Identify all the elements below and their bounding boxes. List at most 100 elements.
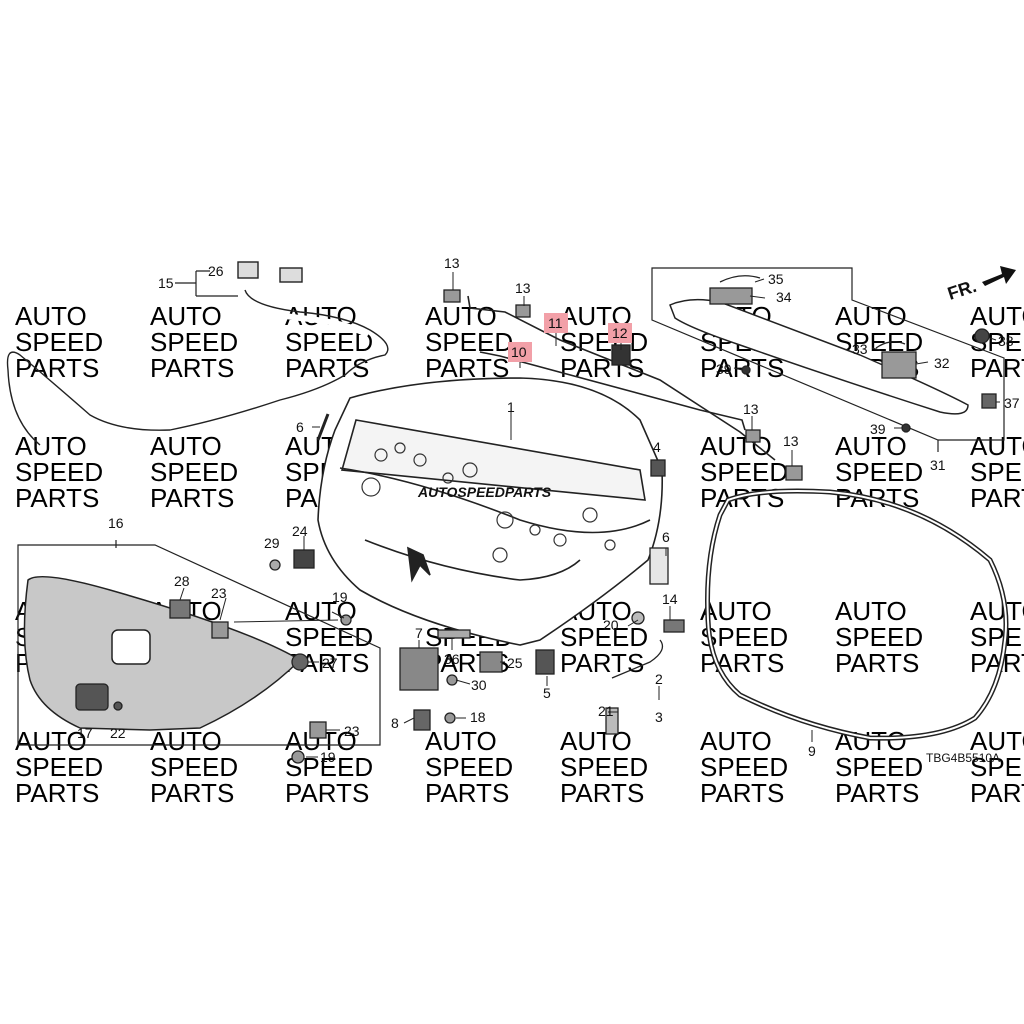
watermark-line1: AUTO bbox=[150, 301, 222, 331]
callout-24: 24 bbox=[292, 523, 308, 539]
bumper-icon-5 bbox=[535, 649, 555, 675]
callout-17: 17 bbox=[77, 725, 93, 741]
callout-26: 26 bbox=[208, 263, 224, 279]
bolt-icon-20 bbox=[631, 611, 645, 625]
watermark-line3: PARTS bbox=[15, 778, 99, 808]
watermark-line3: PARTS bbox=[560, 778, 644, 808]
callout-11: 11 bbox=[548, 315, 563, 331]
lock-rods bbox=[467, 295, 776, 461]
latch-icon-7 bbox=[399, 647, 439, 691]
watermark-line3: PARTS bbox=[835, 778, 919, 808]
watermark-line3: PARTS bbox=[425, 778, 509, 808]
watermark-line1: AUTO bbox=[970, 596, 1024, 626]
callout-13d: 13 bbox=[783, 433, 799, 449]
watermark-line2: SPEED bbox=[835, 622, 923, 652]
strip-icon-6b bbox=[649, 547, 669, 585]
watermark-tile: AUTO SPEED PARTS bbox=[285, 301, 373, 383]
highlight-11 bbox=[544, 313, 568, 333]
watermark-line2: SPEED bbox=[700, 752, 788, 782]
clip-icon-13d bbox=[785, 465, 803, 481]
callout-32: 32 bbox=[934, 355, 950, 371]
strip-icon-6a bbox=[316, 413, 330, 441]
watermark-line2: SPEED bbox=[425, 327, 513, 357]
callout-numbers: 1 2 3 4 5 6 6 7 8 9 10 11 12 13 13 13 13… bbox=[77, 255, 1020, 765]
callout-31: 31 bbox=[930, 457, 946, 473]
watermark-line2: SPEED bbox=[150, 327, 238, 357]
front-direction-arrow: FR. bbox=[945, 266, 1016, 304]
bracket-15 bbox=[175, 270, 238, 297]
watermark-line3: PARTS bbox=[970, 778, 1024, 808]
watermark-tile: AUTO SPEED PARTS bbox=[425, 726, 513, 808]
callout-12: 12 bbox=[612, 325, 628, 341]
clip-icon-23b bbox=[309, 721, 327, 739]
callout-4: 4 bbox=[653, 439, 661, 455]
watermark-line1: AUTO bbox=[835, 596, 907, 626]
callout-34: 34 bbox=[776, 289, 792, 305]
callout-15: 15 bbox=[158, 275, 174, 291]
spring-icon-33 bbox=[875, 341, 906, 349]
bolt-icon-21 bbox=[605, 707, 619, 735]
fastener-icon-28 bbox=[169, 599, 191, 619]
watermark-line2: SPEED bbox=[700, 457, 788, 487]
clip-icon-23a bbox=[211, 621, 229, 639]
callout-16: 16 bbox=[108, 515, 124, 531]
small-parts bbox=[75, 275, 997, 764]
watermark-line2: SPEED bbox=[150, 457, 238, 487]
watermark-line1: AUTO bbox=[15, 431, 87, 461]
watermark-tile: AUTO SPEED PARTS bbox=[970, 431, 1024, 513]
callout-35: 35 bbox=[768, 271, 784, 287]
watermark-line1: AUTO bbox=[15, 301, 87, 331]
watermark-tile: AUTO SPEED PARTS bbox=[150, 726, 238, 808]
watermark-line3: PARTS bbox=[150, 483, 234, 513]
bracket-icon-32 bbox=[881, 351, 917, 379]
watermark-line1: AUTO bbox=[425, 726, 497, 756]
watermark-line2: SPEED bbox=[835, 457, 923, 487]
callout-10: 10 bbox=[511, 344, 527, 360]
callout-33: 33 bbox=[852, 341, 868, 357]
clip-icon-4 bbox=[650, 459, 666, 477]
watermark-line1: AUTO bbox=[150, 726, 222, 756]
bracket-icon-34 bbox=[709, 287, 753, 305]
watermark-line2: SPEED bbox=[970, 457, 1024, 487]
clip-icon-37 bbox=[981, 393, 997, 409]
watermark-line3: PARTS bbox=[150, 778, 234, 808]
watermark-tile: AUTO SPEED PARTS bbox=[150, 301, 238, 383]
watermark-line1: AUTO bbox=[835, 431, 907, 461]
callout-18: 18 bbox=[470, 709, 486, 725]
watermark-line3: PARTS bbox=[835, 648, 919, 678]
callout-38: 38 bbox=[998, 333, 1014, 349]
callout-28: 28 bbox=[174, 573, 190, 589]
diagram-code: TBG4B5510A bbox=[926, 751, 1000, 765]
callout-22: 22 bbox=[110, 725, 126, 741]
weatherstrip-inner bbox=[706, 490, 1007, 740]
watermark-line2: SPEED bbox=[15, 457, 103, 487]
callout-7: 7 bbox=[415, 625, 423, 641]
watermark-tile: AUTO SPEED PARTS bbox=[700, 726, 788, 808]
watermark-line2: SPEED bbox=[15, 327, 103, 357]
watermark-tile: AUTO SPEED PARTS bbox=[15, 431, 103, 513]
rear-spoiler bbox=[669, 298, 969, 415]
watermark-line2: SPEED bbox=[560, 622, 648, 652]
bar-icon-36 bbox=[437, 629, 471, 639]
clip-icon-13c bbox=[745, 429, 761, 443]
clip-icon-13a bbox=[443, 289, 461, 303]
watermark-tile: AUTO SPEED PARTS bbox=[15, 301, 103, 383]
callout-20: 20 bbox=[603, 617, 619, 633]
switch-icon-8 bbox=[413, 709, 431, 731]
callout-21: 21 bbox=[598, 703, 614, 719]
callout-3: 3 bbox=[655, 709, 663, 725]
watermark-tile: AUTO SPEED PARTS bbox=[150, 431, 238, 513]
group-box-31 bbox=[651, 267, 1005, 452]
watermark-line3: PARTS bbox=[560, 648, 644, 678]
nut-icon-19a bbox=[340, 614, 352, 626]
callout-36: 36 bbox=[444, 651, 460, 667]
watermark-line3: PARTS bbox=[15, 353, 99, 383]
watermark-tile: AUTO SPEED PARTS bbox=[970, 726, 1024, 808]
callout-19a: 19 bbox=[332, 589, 348, 605]
bracket-icon-25 bbox=[479, 651, 503, 673]
clip-icon-22 bbox=[113, 701, 123, 711]
callout-14: 14 bbox=[662, 591, 678, 607]
watermark-tile: AUTO SPEED PARTS bbox=[560, 726, 648, 808]
callout-6a: 6 bbox=[296, 419, 304, 435]
